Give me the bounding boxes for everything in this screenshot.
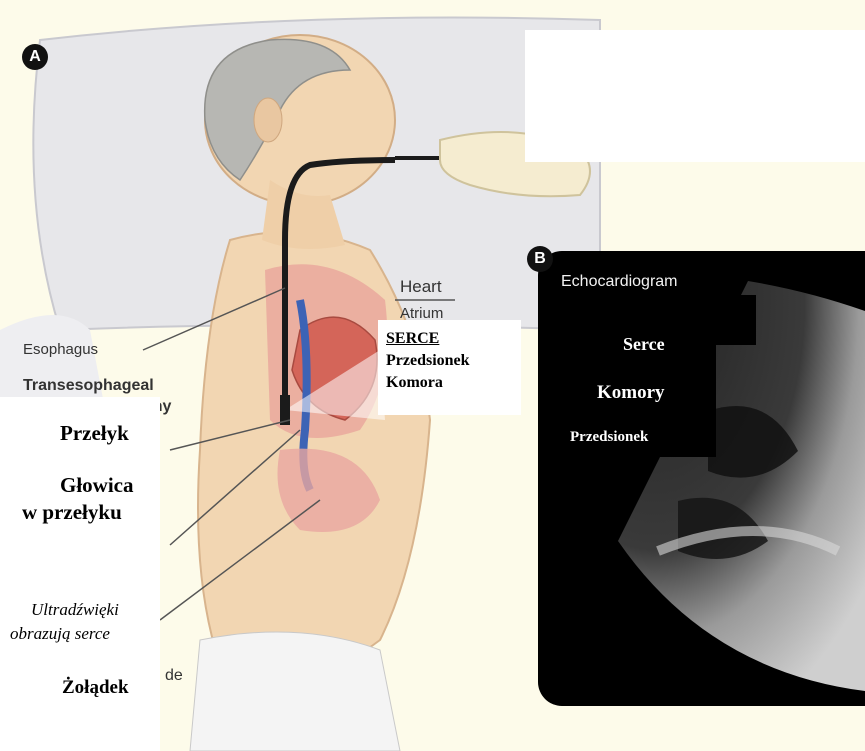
heart-box-line2: Komora (386, 374, 443, 392)
echo-label-komory: Komory (597, 382, 665, 404)
heart-box-title: SERCE (386, 330, 439, 348)
panel-a-badge: A (22, 44, 48, 70)
label-de-en: de (165, 667, 183, 685)
label-przelyk: Przełyk (60, 421, 129, 446)
echo-title: Echocardiogram (561, 273, 678, 291)
label-transesophageal-en: Transesophageal (23, 377, 154, 395)
label-ultra-2: obrazują serce (10, 624, 110, 644)
label-ultra-1: Ultradźwięki (31, 600, 119, 620)
label-heart-en: Heart (400, 277, 442, 297)
heart-box-line1: Przedsionek (386, 352, 470, 370)
echo-label-przedsionek: Przedsionek (570, 429, 648, 446)
label-zoladek: Żołądek (62, 677, 129, 699)
panel-b-badge: B (527, 246, 553, 272)
echo-label-serce: Serce (623, 334, 665, 355)
label-glowica-2: w przełyku (22, 500, 122, 525)
label-esophagus-en: Esophagus (23, 341, 98, 358)
white-cover-top-right (525, 30, 865, 162)
ear (254, 98, 282, 142)
label-glowica-1: Głowica (60, 473, 134, 498)
pants (190, 632, 400, 751)
